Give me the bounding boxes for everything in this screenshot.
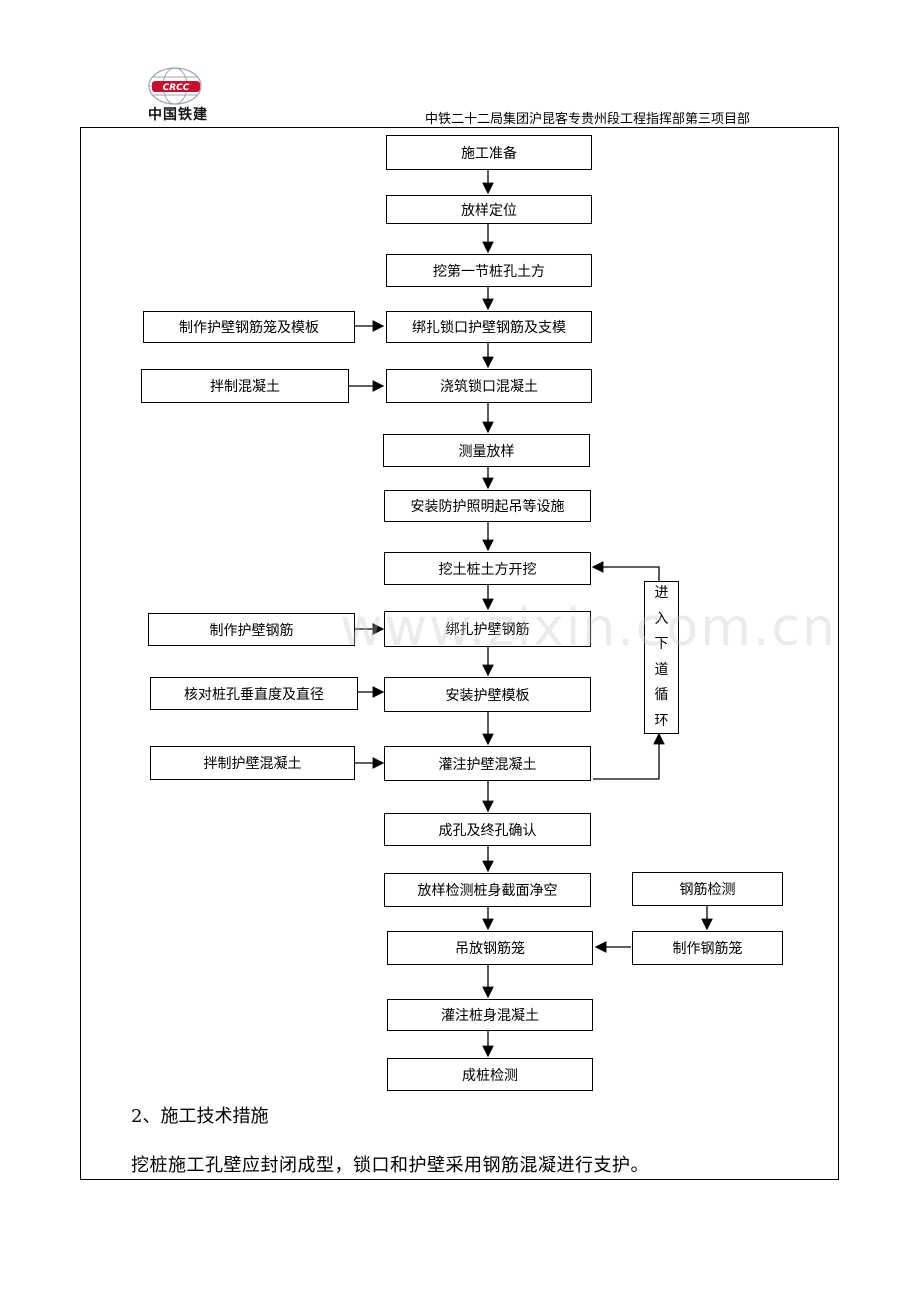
step-preparation: 施工准备 bbox=[386, 135, 592, 170]
logo-text: 中国铁建 bbox=[148, 107, 208, 123]
side-check-verticality: 核对桩孔垂直度及直径 bbox=[150, 677, 358, 710]
step-pour-lock-concrete: 浇筑锁口混凝土 bbox=[386, 369, 592, 403]
side-mix-concrete: 拌制混凝土 bbox=[141, 369, 349, 403]
step-lower-cage: 吊放钢筋笼 bbox=[387, 931, 593, 965]
step-survey: 测量放样 bbox=[383, 434, 590, 467]
section-heading: 2、施工技术措施 bbox=[131, 1106, 269, 1127]
crcc-logo: CRCC bbox=[148, 67, 202, 105]
loop-next-cycle-box: 进 入 下 道 循 环 bbox=[644, 581, 679, 734]
step-pile-test: 成桩检测 bbox=[387, 1058, 593, 1091]
side-make-cage: 制作钢筋笼 bbox=[632, 931, 783, 965]
loop-char: 循 bbox=[654, 687, 669, 703]
loop-char: 下 bbox=[654, 636, 669, 652]
side-make-wall-rebar: 制作护壁钢筋 bbox=[148, 613, 355, 646]
side-mix-wall-concrete: 拌制护壁混凝土 bbox=[150, 746, 355, 780]
logo-mark: CRCC bbox=[163, 83, 190, 93]
side-make-cage-formwork: 制作护壁钢筋笼及模板 bbox=[143, 311, 355, 343]
step-bind-lock-rebar: 绑扎锁口护壁钢筋及支模 bbox=[386, 311, 592, 343]
step-bind-wall-rebar: 绑扎护壁钢筋 bbox=[384, 611, 591, 647]
step-check-section: 放样检测桩身截面净空 bbox=[384, 873, 591, 907]
organization-name: 中铁二十二局集团沪昆客专贵州段工程指挥部第三项目部 bbox=[425, 112, 751, 127]
body-paragraph: 挖桩施工孔壁应封闭成型，锁口和护壁采用钢筋混凝进行支护。 bbox=[131, 1155, 649, 1176]
loop-char: 进 bbox=[654, 585, 669, 601]
step-hole-confirm: 成孔及终孔确认 bbox=[384, 813, 591, 846]
content-frame bbox=[80, 127, 839, 1180]
step-layout-positioning: 放样定位 bbox=[386, 195, 592, 224]
globe-icon: CRCC bbox=[148, 67, 202, 105]
step-install-facilities: 安装防护照明起吊等设施 bbox=[384, 490, 591, 522]
loop-char: 道 bbox=[654, 661, 669, 678]
loop-char: 环 bbox=[654, 712, 669, 729]
step-pour-pile-concrete: 灌注桩身混凝土 bbox=[387, 999, 593, 1031]
side-rebar-test: 钢筋检测 bbox=[632, 872, 783, 906]
watermark: www.zixin.com.cn bbox=[340, 598, 837, 658]
step-pour-wall-concrete: 灌注护壁混凝土 bbox=[384, 746, 591, 781]
loop-char: 入 bbox=[654, 610, 669, 627]
step-install-formwork: 安装护壁模板 bbox=[384, 677, 591, 712]
step-dig-first-section: 挖第一节桩孔土方 bbox=[386, 254, 592, 287]
step-excavation: 挖土桩土方开挖 bbox=[384, 552, 591, 585]
